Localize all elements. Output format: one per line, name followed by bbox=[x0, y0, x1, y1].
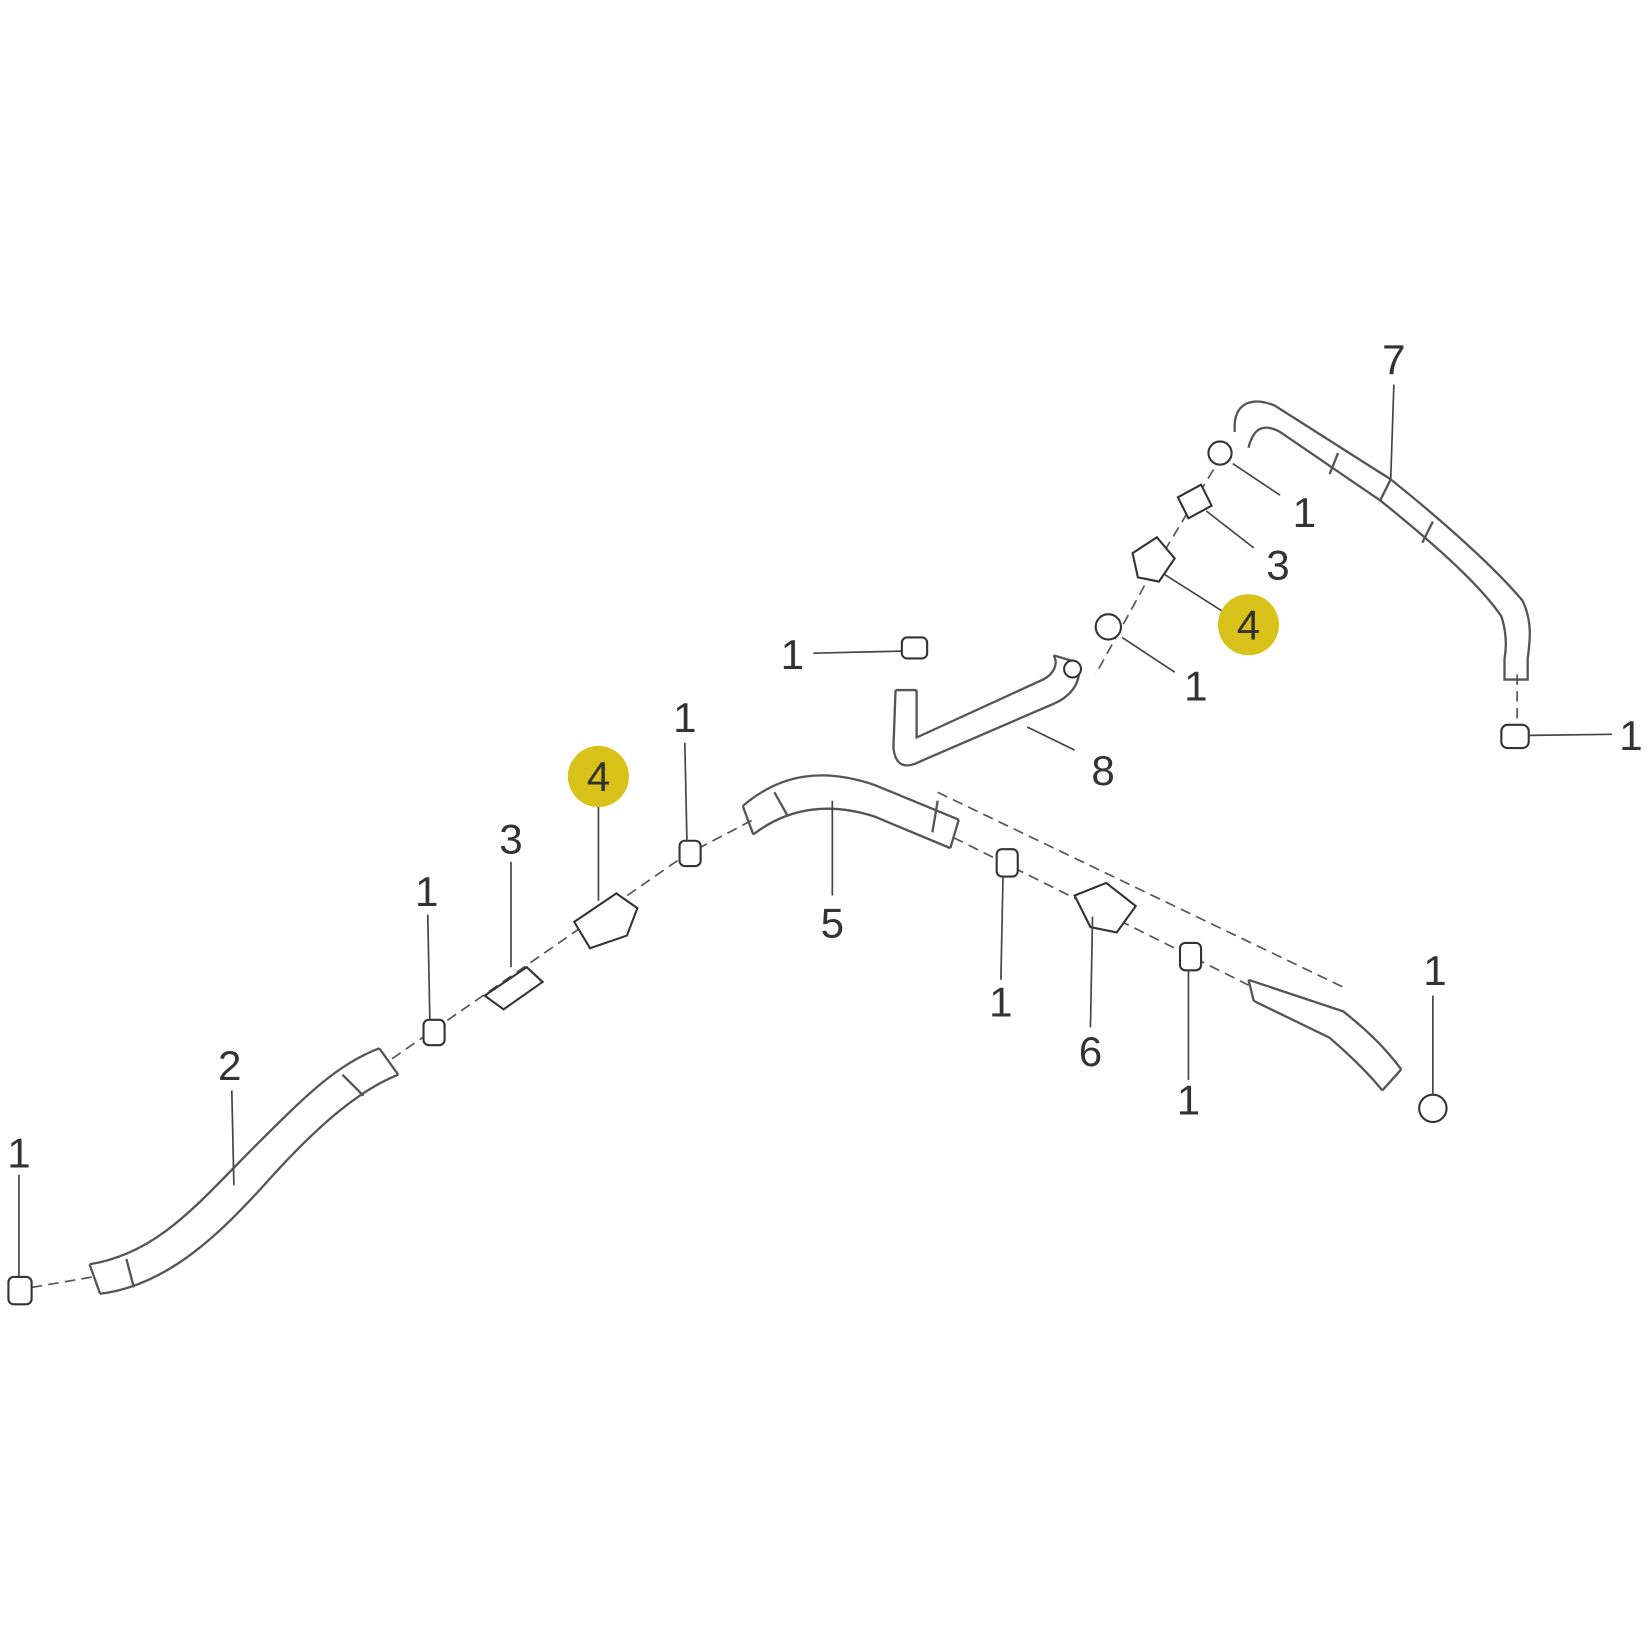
clamp-b bbox=[678, 839, 702, 868]
callout-8[interactable]: 8 bbox=[1091, 747, 1114, 794]
callout-3[interactable]: 3 bbox=[499, 815, 522, 862]
callout-1[interactable]: 1 bbox=[415, 868, 438, 915]
valve-4-lower bbox=[572, 892, 639, 950]
hose-7 bbox=[1233, 400, 1531, 681]
highlight-callout-4-upper[interactable] bbox=[1217, 594, 1280, 656]
hose-8 bbox=[892, 654, 1083, 767]
callout-3[interactable]: 3 bbox=[1266, 541, 1289, 588]
hose-5 bbox=[741, 774, 1403, 1092]
clamp-g bbox=[1207, 440, 1233, 466]
callout-5[interactable]: 5 bbox=[821, 900, 844, 947]
callout-1[interactable]: 1 bbox=[1423, 947, 1446, 994]
callout-1[interactable]: 1 bbox=[1619, 712, 1642, 759]
callout-1[interactable]: 1 bbox=[673, 694, 696, 741]
callout-1[interactable]: 1 bbox=[1177, 1077, 1200, 1124]
clamp-h bbox=[1500, 723, 1530, 750]
callout-4[interactable]: 4 bbox=[1237, 602, 1260, 649]
valve-6 bbox=[1073, 881, 1138, 934]
callout-1[interactable]: 1 bbox=[989, 979, 1012, 1026]
callout-4[interactable]: 4 bbox=[587, 753, 610, 800]
callout-1[interactable]: 1 bbox=[7, 1129, 30, 1176]
clamp-d bbox=[1178, 941, 1203, 972]
callout-1[interactable]: 1 bbox=[781, 631, 804, 678]
clamp-e bbox=[900, 636, 929, 660]
clamp-left-end bbox=[7, 1275, 33, 1306]
callout-labels: 1 2 1 3 4 1 5 1 6 1 1 1 8 1 4 3 1 7 1 bbox=[7, 336, 1642, 1176]
clamp-c bbox=[995, 848, 1019, 878]
connectors-valves bbox=[482, 483, 1214, 1011]
clamp-f bbox=[1094, 613, 1123, 641]
assembly-lines bbox=[31, 454, 1518, 1289]
callout-6[interactable]: 6 bbox=[1079, 1028, 1102, 1075]
valve-4-upper bbox=[1131, 535, 1177, 583]
callout-2[interactable]: 2 bbox=[218, 1042, 241, 1089]
hose-8-port bbox=[1063, 659, 1083, 679]
callout-1[interactable]: 1 bbox=[1293, 489, 1316, 536]
clamp-right-end bbox=[1418, 1093, 1448, 1124]
leader-lines bbox=[18, 384, 1612, 1277]
hose-2 bbox=[88, 1047, 400, 1295]
connector-3-upper bbox=[1176, 483, 1214, 520]
highlight-callout-4-lower[interactable] bbox=[567, 745, 629, 808]
callout-1[interactable]: 1 bbox=[1184, 663, 1207, 710]
clamps bbox=[7, 440, 1530, 1306]
clamp-a bbox=[422, 1018, 446, 1047]
connector-3-lower bbox=[482, 965, 545, 1011]
callout-7[interactable]: 7 bbox=[1382, 336, 1405, 383]
